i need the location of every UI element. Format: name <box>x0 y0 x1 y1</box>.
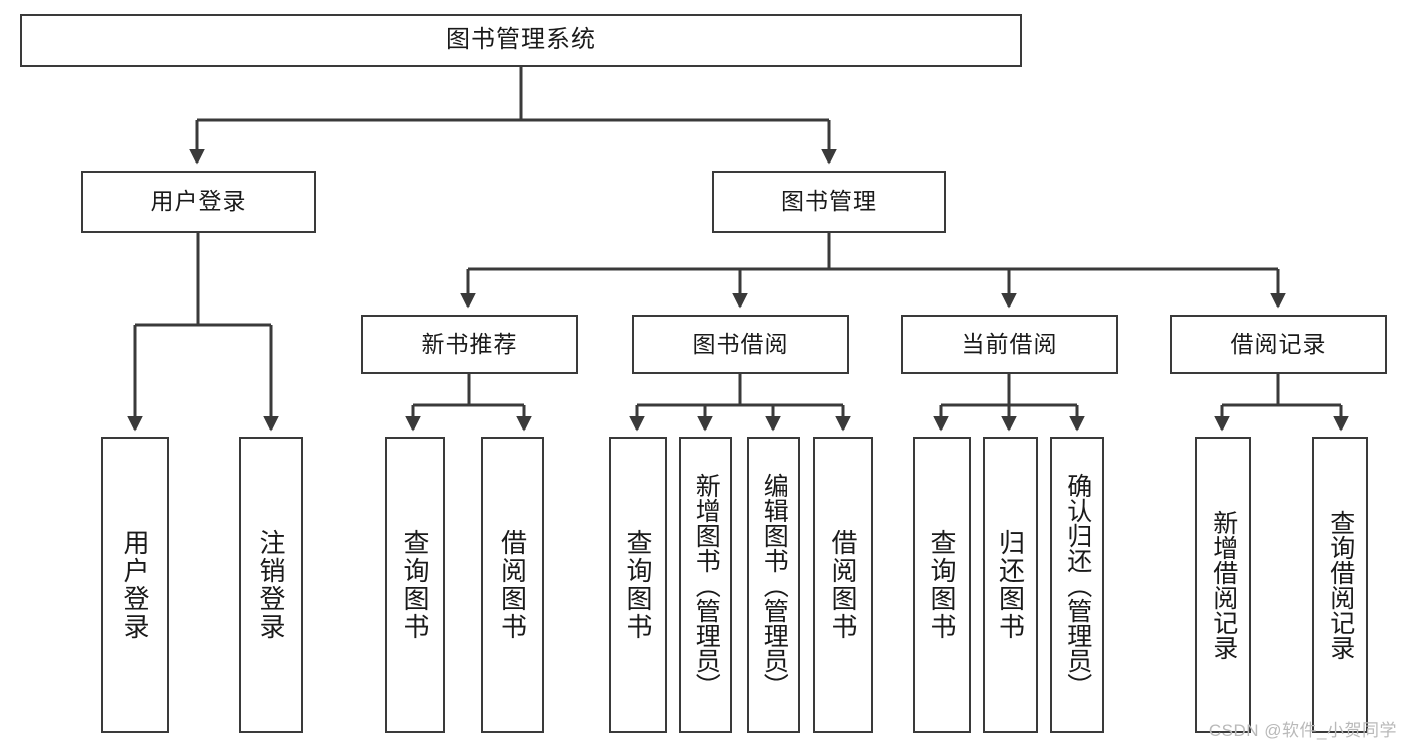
leaf-borrow-edit-book-admin[interactable]: 编辑图书（管理员） <box>747 437 800 733</box>
node-new-book-recommend[interactable]: 新书推荐 <box>361 315 578 374</box>
leaf-current-query-book[interactable]: 查询图书 <box>913 437 971 733</box>
leaf-records-query-record[interactable]: 查询借阅记录 <box>1312 437 1368 733</box>
node-label: 确认归还（管理员） <box>1063 472 1092 698</box>
leaf-borrow-add-book-admin[interactable]: 新增图书（管理员） <box>679 437 732 733</box>
node-label: 当前借阅 <box>961 330 1058 357</box>
node-label: 新增图书（管理员） <box>692 472 721 698</box>
node-label: 图书管理 <box>781 188 877 215</box>
leaf-current-confirm-return-admin[interactable]: 确认归还（管理员） <box>1050 437 1104 733</box>
node-label: 注销登录 <box>256 529 287 641</box>
node-borrow-records[interactable]: 借阅记录 <box>1170 315 1387 374</box>
node-root-system[interactable]: 图书管理系统 <box>20 14 1022 67</box>
node-label: 借阅记录 <box>1230 330 1327 357</box>
node-current-borrow[interactable]: 当前借阅 <box>901 315 1118 374</box>
leaf-new-book-query[interactable]: 查询图书 <box>385 437 445 733</box>
node-label: 用户登录 <box>150 188 247 215</box>
leaf-new-book-borrow[interactable]: 借阅图书 <box>481 437 544 733</box>
leaf-records-add-record[interactable]: 新增借阅记录 <box>1195 437 1251 733</box>
node-label: 借阅图书 <box>828 529 859 641</box>
node-label: 图书管理系统 <box>446 26 596 54</box>
leaf-borrow-borrow-book[interactable]: 借阅图书 <box>813 437 873 733</box>
node-label: 用户登录 <box>120 529 151 641</box>
node-label: 图书借阅 <box>692 330 789 357</box>
node-label: 新书推荐 <box>421 330 518 357</box>
leaf-user-login-logout[interactable]: 注销登录 <box>239 437 303 733</box>
watermark-text: CSDN @软件_小贺同学 <box>1208 721 1397 740</box>
leaf-borrow-query-book[interactable]: 查询图书 <box>609 437 667 733</box>
node-label: 新增借阅记录 <box>1209 510 1238 660</box>
node-label: 查询图书 <box>623 529 654 641</box>
node-label: 查询图书 <box>400 529 431 641</box>
node-label: 查询借阅记录 <box>1326 510 1355 660</box>
node-user-login[interactable]: 用户登录 <box>81 171 316 233</box>
node-label: 借阅图书 <box>497 529 528 641</box>
node-book-management[interactable]: 图书管理 <box>712 171 946 233</box>
node-label: 查询图书 <box>927 529 958 641</box>
node-label: 编辑图书（管理员） <box>760 472 789 698</box>
node-label: 归还图书 <box>995 529 1026 641</box>
leaf-user-login-login[interactable]: 用户登录 <box>101 437 169 733</box>
leaf-current-return-book[interactable]: 归还图书 <box>983 437 1038 733</box>
node-book-borrow[interactable]: 图书借阅 <box>632 315 849 374</box>
